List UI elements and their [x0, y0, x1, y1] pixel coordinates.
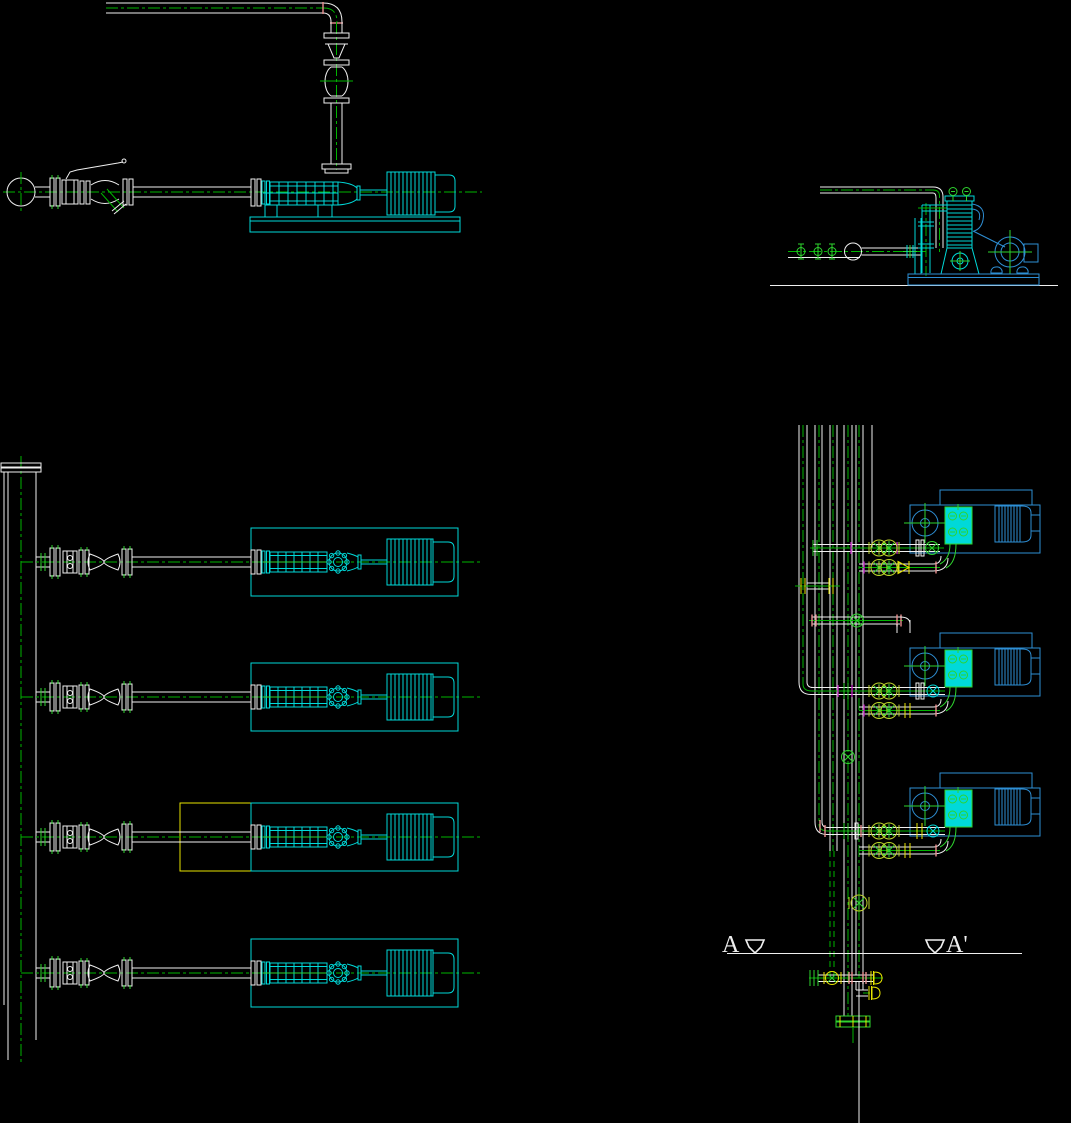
cooler-loop [971, 203, 984, 232]
bottom-manifold [809, 970, 883, 1123]
compressor-elevation-view [770, 186, 1058, 286]
gauge-icon [948, 187, 958, 201]
compressor-unit-elevation [903, 187, 1040, 286]
unit1-piping [810, 539, 949, 576]
ball-valve-icon [61, 158, 127, 205]
section-label-a-prime: A' [946, 932, 968, 958]
cylinder-block [944, 187, 984, 249]
discharge-pipe [820, 186, 944, 252]
riser-valves [320, 32, 353, 174]
globe-valve-icon [320, 66, 353, 97]
discharge-pipe [106, 2, 343, 170]
pump-station-plan-view [0, 456, 483, 1063]
section-label-a: A [722, 932, 740, 958]
valve-icon [827, 243, 837, 260]
pump-elevation-view [3, 2, 482, 233]
section-line-a: A A' [722, 932, 1022, 958]
skid-base [907, 273, 1040, 286]
pipe-rack [798, 425, 873, 1016]
pipe-bell-end [844, 242, 862, 261]
discharge-runout [809, 613, 911, 633]
compressor-station-plan-view: A A' [722, 425, 1041, 1123]
baseplate [249, 216, 461, 233]
valve-icon [823, 971, 842, 985]
capped-branch [795, 578, 840, 594]
suction-header-pipe [0, 456, 42, 1063]
y-strainer-icon [90, 180, 127, 215]
section-arrow-left-icon [744, 939, 766, 955]
pump-volute [337, 181, 358, 206]
unit2-piping [798, 681, 949, 719]
check-valve-icon [897, 560, 911, 575]
motor-elevation [386, 171, 456, 216]
motor-elevation [988, 230, 1039, 274]
valve-icon [813, 243, 823, 260]
valve-icon [796, 243, 806, 260]
pump-unit-elevation [249, 171, 461, 233]
end-flange [835, 1015, 871, 1028]
unit3-piping [814, 819, 949, 859]
suction-pipe [3, 158, 482, 215]
section-arrow-right-icon [924, 939, 946, 955]
check-valve-icon [327, 43, 346, 59]
gauge-icon [962, 187, 971, 201]
